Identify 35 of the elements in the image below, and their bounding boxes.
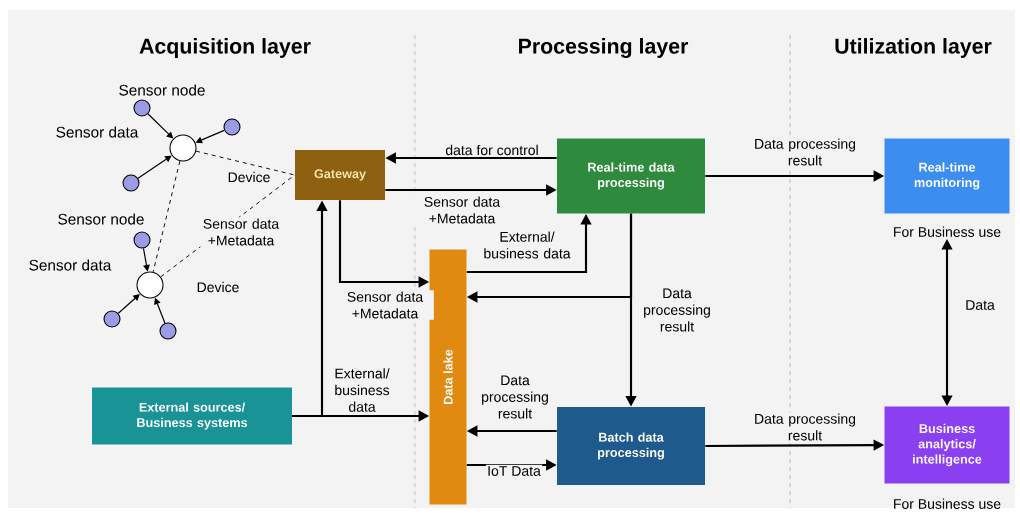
caption-text: For Business use xyxy=(894,226,1001,237)
heading: Utilization layer xyxy=(835,38,992,58)
arrow xyxy=(117,294,140,314)
sensor-node xyxy=(159,322,177,340)
edge-label: Data processing result xyxy=(476,374,554,420)
edge-label: Data processing result xyxy=(743,137,867,167)
process-box: Batch data processing xyxy=(557,407,705,485)
edge-label: External/ business data xyxy=(475,230,579,260)
gateway-box: Gateway xyxy=(295,150,385,200)
text-label: Sensor node xyxy=(119,84,205,96)
sensor-node xyxy=(122,174,140,192)
process-box: Real-time data processing xyxy=(557,138,705,214)
sensor-node xyxy=(133,99,151,117)
text-label: Sensor data xyxy=(29,259,112,271)
caption-text: Device xyxy=(228,171,270,183)
caption-text: Device xyxy=(197,281,239,293)
source-box: External sources/ Business systems xyxy=(92,387,292,445)
edge-label: Sensor data +Metadata xyxy=(413,195,511,225)
heading: Processing layer xyxy=(519,38,689,58)
sensor-node xyxy=(223,118,241,136)
data-lake-bar: Data lake xyxy=(429,249,467,505)
text-label: Sensor node xyxy=(58,213,144,225)
caption-text: For Business use xyxy=(894,498,1001,509)
edge-label: Data processing result xyxy=(638,287,716,333)
heading: Acquisition layer xyxy=(139,38,311,58)
edge-label: Sensor data +Metadata xyxy=(336,290,434,320)
arrow xyxy=(137,155,172,179)
output-box: Real-time monitoring xyxy=(884,138,1010,214)
edge-label: Data processing result xyxy=(743,412,867,442)
edge-label: External/ business data xyxy=(325,366,399,414)
sensor-node xyxy=(133,231,151,249)
sensor-node xyxy=(103,310,121,328)
output-box: Business analytics/ intelligence xyxy=(884,406,1010,484)
edge-label: Sensor data +Metadata xyxy=(192,217,290,247)
text-label: Sensor data xyxy=(56,126,139,138)
